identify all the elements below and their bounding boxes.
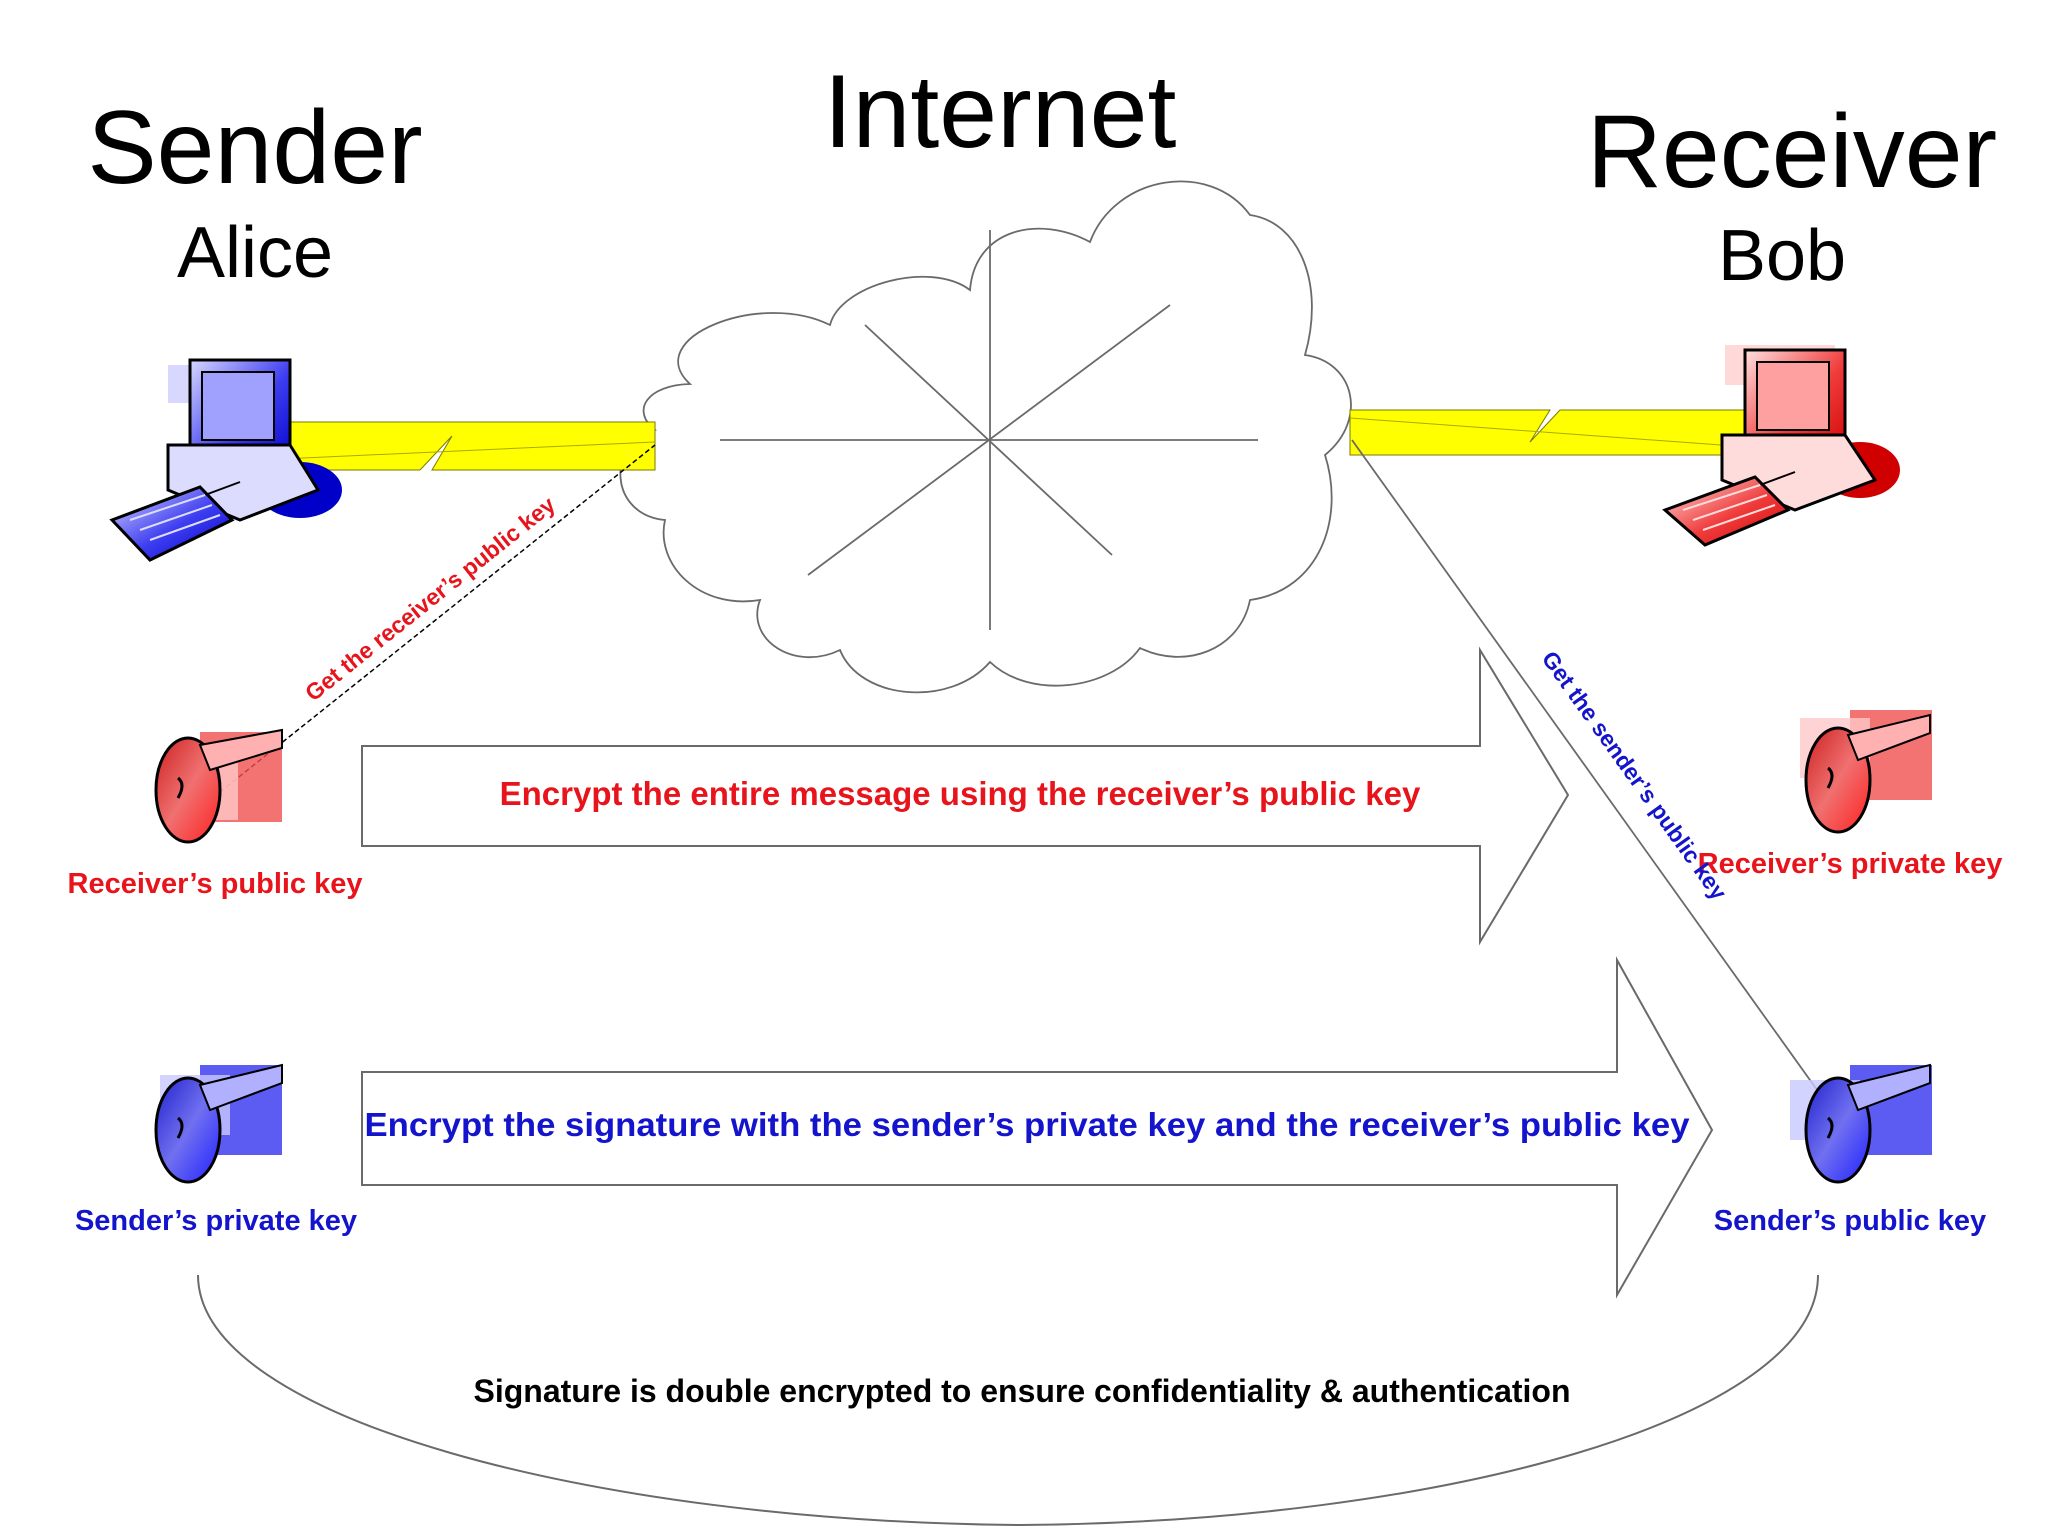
- sender-title: Sender: [87, 90, 422, 206]
- receiver-title: Receiver: [1587, 94, 1997, 210]
- double-encryption-arc: [197, 1274, 1819, 1527]
- cloud-icon: [619, 180, 1352, 694]
- get-sender-key-label: Get the sender’s public key: [1537, 646, 1732, 905]
- double-encryption-note: Signature is double encrypted to ensure …: [473, 1373, 1570, 1409]
- sender-private-key-icon: [154, 1063, 283, 1184]
- encrypt-message-arrow: [361, 646, 1570, 946]
- encrypt-signature-arrow: [361, 956, 1714, 1299]
- sender-public-key-label: Sender’s public key: [1714, 1205, 1986, 1237]
- receiver-private-key-label: Receiver’s private key: [1698, 848, 2003, 880]
- get-receiver-key-label: Get the receiver’s public key: [300, 491, 560, 706]
- receiver-public-key-label: Receiver’s public key: [68, 868, 363, 900]
- receiver-private-key-icon: [1800, 710, 1932, 834]
- internet-title: Internet: [824, 54, 1177, 170]
- sender-public-key-icon: [1790, 1063, 1932, 1184]
- receiver-computer-icon: [1662, 345, 1900, 547]
- receiver-name: Bob: [1718, 216, 1846, 296]
- sender-private-key-label: Sender’s private key: [75, 1205, 357, 1237]
- encrypt-message-label: Encrypt the entire message using the rec…: [500, 775, 1421, 812]
- sender-name: Alice: [177, 213, 333, 293]
- get-receiver-key-line: [219, 444, 656, 793]
- encrypt-signature-label: Encrypt the signature with the sender’s …: [365, 1106, 1691, 1143]
- sender-computer-icon: [109, 358, 342, 562]
- receiver-public-key-icon: [154, 728, 283, 844]
- get-sender-key-line: [1351, 439, 1841, 1123]
